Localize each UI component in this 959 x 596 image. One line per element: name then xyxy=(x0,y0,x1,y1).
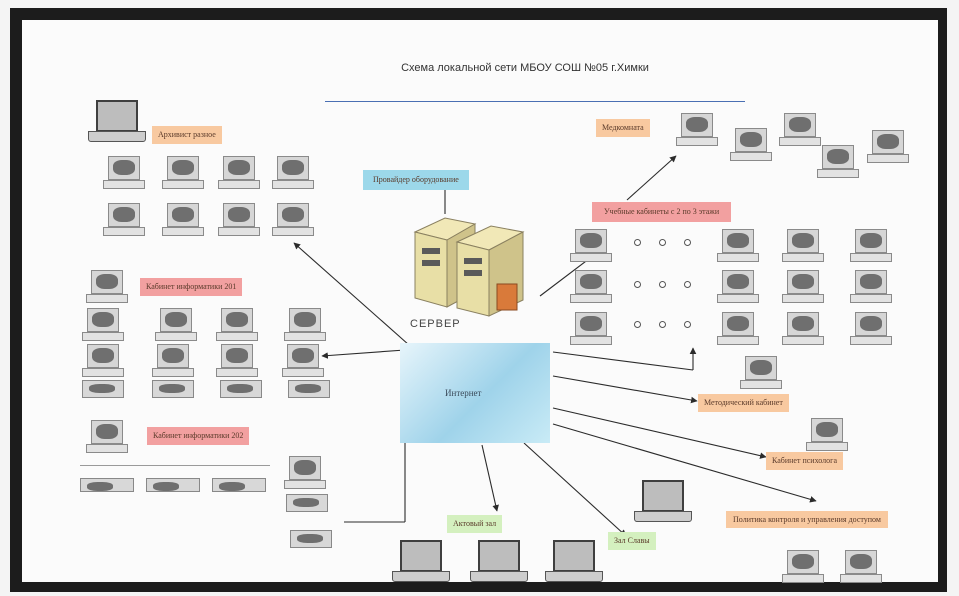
ellipsis-dot xyxy=(659,239,666,246)
internet-label: Интернет xyxy=(445,388,482,398)
internet-cloud xyxy=(400,343,550,443)
label-classes: Учебные кабинеты с 2 по 3 этажи xyxy=(592,202,732,222)
workstation-icon xyxy=(86,420,128,456)
workstation-icon xyxy=(162,203,204,239)
workstation-icon xyxy=(284,308,326,344)
workstation-icon xyxy=(155,308,197,344)
workstation-icon xyxy=(152,344,194,380)
server-icon xyxy=(405,212,545,317)
workstation-icon xyxy=(290,530,332,548)
laptop-icon xyxy=(545,540,603,584)
ellipsis-dot xyxy=(634,281,641,288)
server-label: СЕРВЕР xyxy=(410,318,461,330)
divider-line xyxy=(80,465,270,466)
label-archive: Архивист разное xyxy=(152,126,222,144)
ellipsis-dot xyxy=(684,239,691,246)
workstation-icon xyxy=(288,380,330,398)
workstation-icon xyxy=(850,229,892,265)
workstation-icon xyxy=(82,380,124,398)
workstation-icon xyxy=(82,344,124,380)
workstation-icon xyxy=(717,312,759,348)
label-provider: Провайдер оборудование xyxy=(363,170,469,190)
ellipsis-dot xyxy=(659,281,666,288)
workstation-icon xyxy=(782,550,824,586)
workstation-icon xyxy=(103,203,145,239)
ellipsis-dot xyxy=(684,321,691,328)
laptop-icon xyxy=(392,540,450,584)
workstation-icon xyxy=(676,113,718,149)
workstation-icon xyxy=(216,344,258,380)
workstation-icon xyxy=(216,308,258,344)
workstation-icon xyxy=(162,156,204,192)
label-methodical: Методический кабинет xyxy=(698,394,789,412)
diagram-title: Схема локальной сети МБОУ СОШ №05 г.Химк… xyxy=(401,62,649,74)
workstation-icon xyxy=(272,156,314,192)
workstation-icon xyxy=(867,130,909,166)
workstation-icon xyxy=(220,380,262,398)
label-admin: Политика контроля и управления доступом xyxy=(726,511,888,528)
workstation-icon xyxy=(782,270,824,306)
workstation-icon xyxy=(817,145,859,181)
workstation-icon xyxy=(218,156,260,192)
workstation-icon xyxy=(570,312,612,348)
workstation-icon xyxy=(779,113,821,149)
workstation-icon xyxy=(284,456,326,492)
laptop-icon xyxy=(470,540,528,584)
label-psychologist: Кабинет психолога xyxy=(766,452,843,470)
ellipsis-dot xyxy=(684,281,691,288)
workstation-icon xyxy=(850,312,892,348)
workstation-icon xyxy=(570,270,612,306)
laptop-icon xyxy=(88,100,146,144)
workstation-icon xyxy=(146,478,200,492)
workstation-icon xyxy=(806,418,848,454)
workstation-icon xyxy=(782,312,824,348)
workstation-icon xyxy=(80,478,134,492)
ellipsis-dot xyxy=(634,321,641,328)
workstation-icon xyxy=(717,270,759,306)
workstation-icon xyxy=(272,203,314,239)
workstation-icon xyxy=(282,344,324,380)
label-hall: Актовый зал xyxy=(447,515,503,533)
workstation-icon xyxy=(717,229,759,265)
workstation-icon xyxy=(82,308,124,344)
workstation-icon xyxy=(286,494,328,512)
workstation-icon xyxy=(782,229,824,265)
label-informatics-202: Кабинет информатики 202 xyxy=(147,427,250,445)
workstation-icon xyxy=(850,270,892,306)
workstation-icon xyxy=(740,356,782,392)
label-informatics-201: Кабинет информатики 201 xyxy=(140,278,243,296)
workstation-icon xyxy=(218,203,260,239)
workstation-icon xyxy=(152,380,194,398)
laptop-icon xyxy=(634,480,692,524)
label-medkabinet: Медкомната xyxy=(596,119,650,137)
ellipsis-dot xyxy=(634,239,641,246)
title-rule xyxy=(325,101,745,102)
workstation-icon xyxy=(86,270,128,306)
workstation-icon xyxy=(212,478,266,492)
workstation-icon xyxy=(570,229,612,265)
workstation-icon xyxy=(730,128,772,164)
workstation-icon xyxy=(840,550,882,586)
workstation-icon xyxy=(103,156,145,192)
label-gym: Зал Славы xyxy=(608,532,656,550)
ellipsis-dot xyxy=(659,321,666,328)
